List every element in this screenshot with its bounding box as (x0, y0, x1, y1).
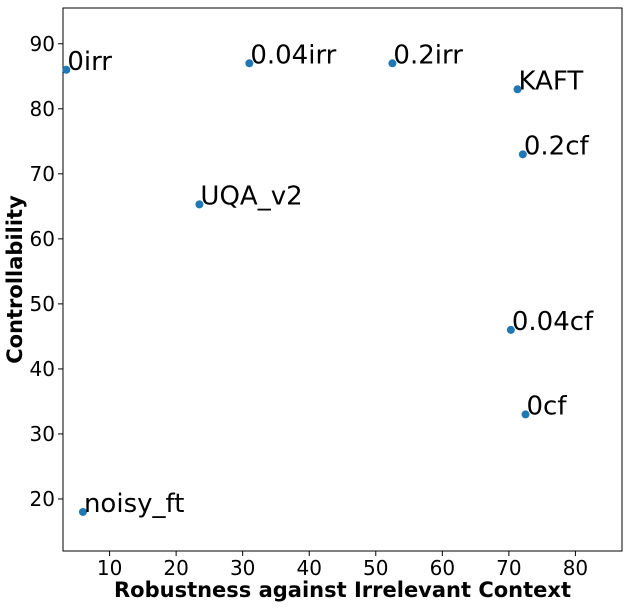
x-tick-label: 40 (296, 556, 321, 580)
y-tick-label: 20 (30, 487, 55, 511)
point-label: UQA_v2 (200, 181, 302, 211)
point-label: KAFT (519, 66, 584, 96)
y-tick-label: 70 (30, 162, 55, 186)
point-label: 0.04cf (512, 307, 594, 337)
y-tick-label: 40 (30, 357, 55, 381)
scatter-point (506, 325, 515, 334)
y-tick-label: 30 (30, 422, 55, 446)
x-tick-label: 70 (496, 556, 521, 580)
y-tick-label: 50 (30, 292, 55, 316)
point-label: noisy_ft (84, 489, 184, 519)
x-tick-label: 80 (563, 556, 588, 580)
point-label: 0irr (67, 47, 112, 77)
point-label: 0.2irr (393, 40, 463, 70)
x-tick-label: 50 (363, 556, 388, 580)
y-tick-label: 80 (30, 97, 55, 121)
x-tick-label: 30 (230, 556, 255, 580)
y-tick-label: 90 (30, 32, 55, 56)
y-axis: 20 30 40 50 60 70 80 90 (30, 32, 63, 511)
scatter-point (513, 85, 522, 94)
scatter-point (245, 59, 254, 68)
x-tick-label: 10 (97, 556, 122, 580)
scatter-point (518, 150, 527, 159)
point-label: 0.2cf (524, 131, 590, 161)
scatter-point (521, 410, 530, 419)
scatter-point (78, 507, 87, 516)
x-axis: 10 20 30 40 50 60 70 80 (97, 551, 588, 580)
x-axis-title: Robustness against Irrelevant Context (114, 578, 571, 602)
y-axis-title: Controllability (3, 195, 27, 364)
scatter-point (195, 200, 204, 209)
point-label: 0cf (527, 391, 568, 421)
y-tick-label: 60 (30, 227, 55, 251)
scatter-point (388, 59, 397, 68)
x-tick-label: 20 (163, 556, 188, 580)
scatter-point (62, 65, 71, 74)
point-label: 0.04irr (250, 40, 336, 70)
plot-area-frame (62, 7, 623, 552)
x-tick-label: 60 (430, 556, 455, 580)
